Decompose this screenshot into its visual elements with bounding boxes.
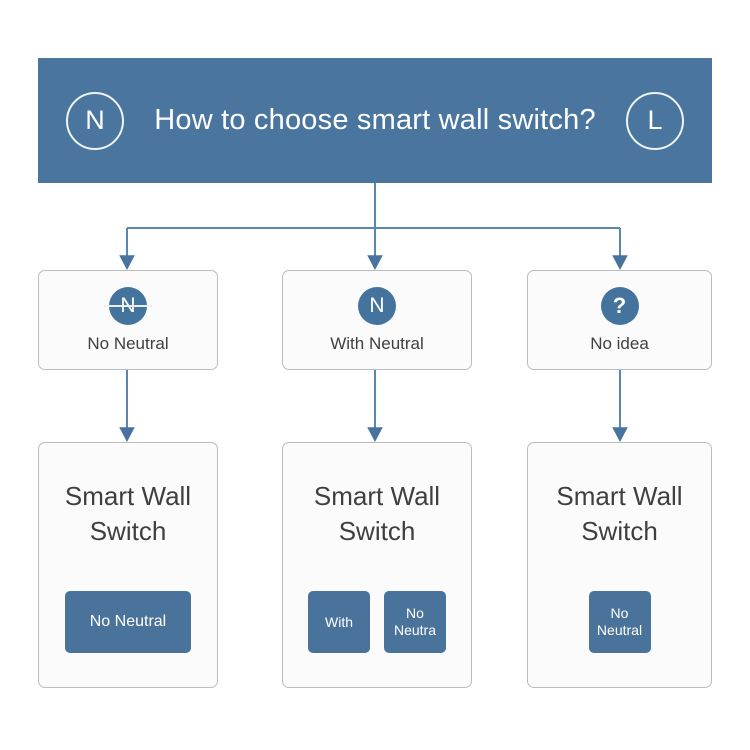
neutral-wire-ring-icon: N — [66, 91, 124, 150]
option-card-no-neutral[interactable]: N No Neutral — [38, 270, 218, 370]
product-title: Smart Wall Switch — [313, 481, 441, 547]
product-button-row: With No Neutra — [283, 591, 471, 653]
product-variant-button-with[interactable]: With — [308, 591, 370, 653]
product-card-no-neutral[interactable]: Smart Wall Switch No Neutral — [38, 442, 218, 688]
option-label: No Neutral — [87, 333, 169, 353]
page-title: How to choose smart wall switch? — [154, 104, 596, 137]
product-button-row: No Neutral — [528, 591, 711, 653]
product-card-no-idea[interactable]: Smart Wall Switch No Neutral — [527, 442, 712, 688]
live-wire-ring-icon: L — [626, 91, 684, 150]
option-label: With Neutral — [330, 333, 424, 353]
option-label: No idea — [590, 333, 649, 353]
product-variant-button[interactable]: No Neutral — [588, 591, 651, 653]
question-mark-badge-icon: ? — [600, 286, 639, 325]
badge-wrapper: N — [358, 286, 396, 325]
badge-wrapper: ? — [600, 286, 639, 325]
badge-wrapper: N — [104, 286, 152, 325]
strike-through-line — [104, 304, 152, 307]
neutral-badge-icon: N — [358, 286, 396, 325]
header-banner: N How to choose smart wall switch? L — [38, 58, 712, 183]
option-card-with-neutral[interactable]: N With Neutral — [282, 270, 472, 370]
product-variant-button-no-neutral[interactable]: No Neutra — [384, 591, 446, 653]
product-variant-button[interactable]: No Neutral — [65, 591, 191, 653]
option-card-no-idea[interactable]: ? No idea — [527, 270, 712, 370]
product-title: Smart Wall Switch — [556, 481, 683, 547]
product-title: Smart Wall Switch — [64, 481, 192, 547]
product-button-row: No Neutral — [39, 591, 217, 653]
product-card-with-neutral[interactable]: Smart Wall Switch With No Neutra — [282, 442, 472, 688]
